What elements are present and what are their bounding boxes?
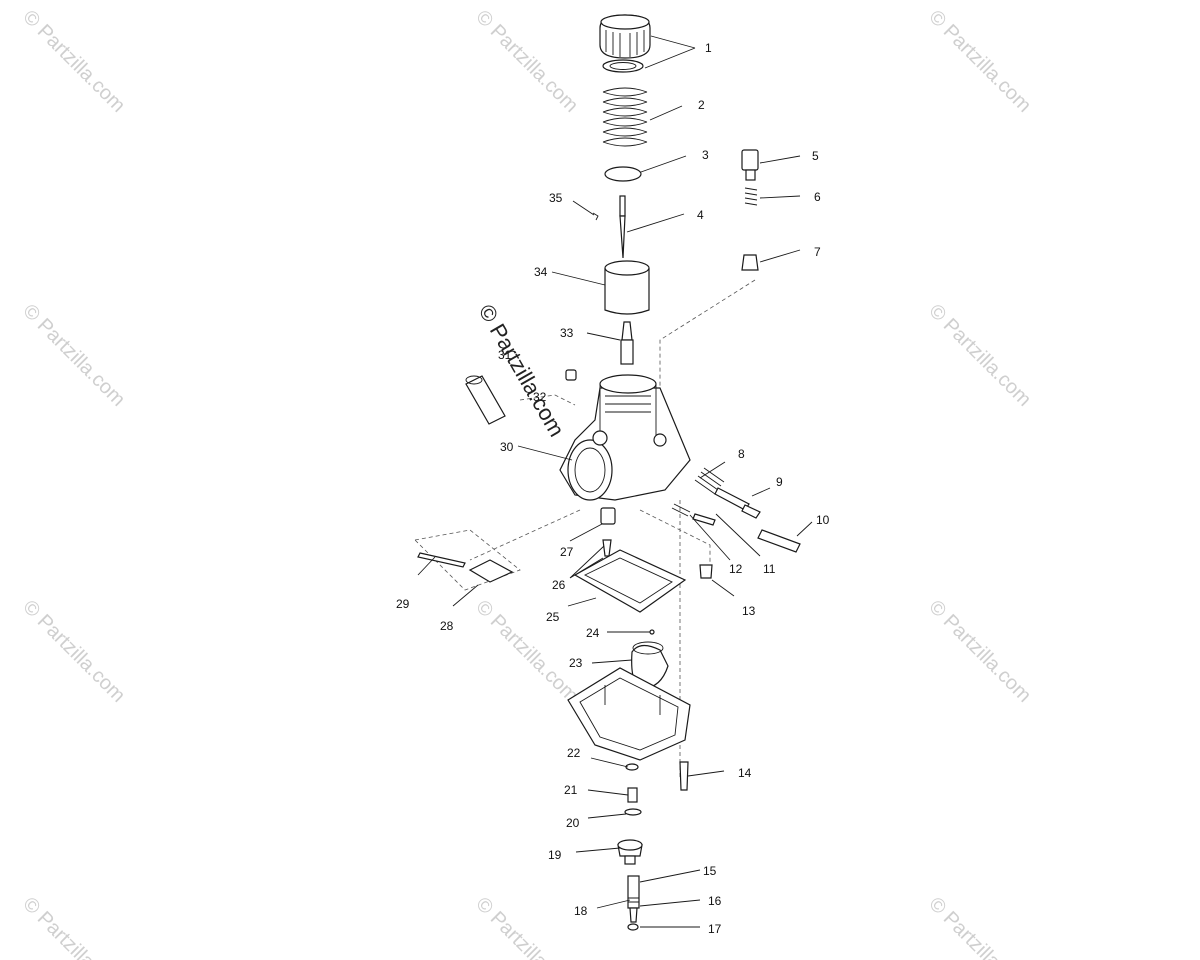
part-main-jet: [627, 787, 638, 803]
part-pilot-jet: [627, 875, 640, 931]
callout-17[interactable]: 17: [708, 922, 722, 936]
callout-31[interactable]: 31: [498, 348, 512, 362]
callout-5[interactable]: 5: [812, 149, 819, 163]
part-cable-adjuster: [741, 149, 759, 271]
watermark: © Partzilla.com: [924, 6, 1035, 117]
callout-8[interactable]: 8: [738, 447, 745, 461]
part-rod: [757, 529, 801, 553]
part-float-bowl: [567, 667, 691, 761]
leader-lines: [417, 35, 813, 928]
part-jet: [620, 321, 634, 365]
callout-24[interactable]: 24: [586, 626, 600, 640]
callout-21[interactable]: 21: [564, 783, 578, 797]
part-pilot-screw: [671, 503, 716, 579]
callout-6[interactable]: 6: [814, 190, 821, 204]
callout-11[interactable]: 11: [763, 562, 776, 576]
part-needle-valve: [600, 507, 616, 557]
callout-26[interactable]: 26: [552, 578, 566, 592]
callout-28[interactable]: 28: [440, 619, 454, 633]
part-choke: [465, 369, 577, 425]
part-spring: [602, 87, 648, 147]
watermark: © Partzilla.com: [471, 893, 582, 960]
part-cap: [599, 14, 651, 73]
watermark: © Partzilla.com: [18, 893, 129, 960]
part-float-pin-small: [649, 629, 655, 635]
watermark: © Partzilla.com: [471, 6, 582, 117]
callouts: 1 2 3 4 5 6 7 8 9 10 11 12 13 14 15 16 1…: [396, 41, 830, 936]
callout-23[interactable]: 23: [569, 656, 583, 670]
callout-20[interactable]: 20: [566, 816, 580, 830]
callout-3[interactable]: 3: [702, 148, 709, 162]
callout-12[interactable]: 12: [729, 562, 743, 576]
callout-35[interactable]: 35: [549, 191, 563, 205]
watermark-layer: © Partzilla.com © Partzilla.com © Partzi…: [18, 6, 1035, 960]
callout-15[interactable]: 15: [703, 864, 717, 878]
callout-14[interactable]: 14: [738, 766, 752, 780]
part-o-ring: [624, 808, 642, 816]
callout-4[interactable]: 4: [697, 208, 704, 222]
part-float-pin: [414, 529, 521, 591]
callout-32[interactable]: 32: [533, 390, 547, 404]
callout-34[interactable]: 34: [534, 265, 548, 279]
watermark: © Partzilla.com: [18, 6, 129, 117]
watermark: © Partzilla.com: [471, 596, 582, 707]
callout-1[interactable]: 1: [705, 41, 712, 55]
callout-30[interactable]: 30: [500, 440, 514, 454]
callout-18[interactable]: 18: [574, 904, 588, 918]
watermark: © Partzilla.com: [924, 893, 1035, 960]
callout-33[interactable]: 33: [560, 326, 574, 340]
callout-29[interactable]: 29: [396, 597, 410, 611]
part-clip: [592, 212, 599, 221]
callout-27[interactable]: 27: [560, 545, 574, 559]
part-plug: [617, 839, 643, 865]
callout-9[interactable]: 9: [776, 475, 783, 489]
watermark: © Partzilla.com: [18, 300, 129, 411]
callout-25[interactable]: 25: [546, 610, 560, 624]
part-retainer: [604, 166, 642, 182]
callout-2[interactable]: 2: [698, 98, 705, 112]
watermark: © Partzilla.com: [18, 596, 129, 707]
callout-13[interactable]: 13: [742, 604, 756, 618]
part-carburetor-body: [559, 374, 691, 501]
parts-layer: [414, 14, 801, 931]
callout-16[interactable]: 16: [708, 894, 722, 908]
part-needle: [619, 195, 626, 259]
part-idle-screw: [694, 467, 761, 519]
part-float: [631, 641, 669, 689]
part-drain-screw: [679, 761, 689, 791]
callout-22[interactable]: 22: [567, 746, 581, 760]
part-washer: [625, 763, 639, 771]
watermark: © Partzilla.com: [924, 596, 1035, 707]
part-gasket: [573, 549, 687, 613]
callout-19[interactable]: 19: [548, 848, 562, 862]
part-slide: [604, 260, 650, 315]
callout-7[interactable]: 7: [814, 245, 821, 259]
callout-10[interactable]: 10: [816, 513, 830, 527]
watermark: © Partzilla.com: [924, 300, 1035, 411]
